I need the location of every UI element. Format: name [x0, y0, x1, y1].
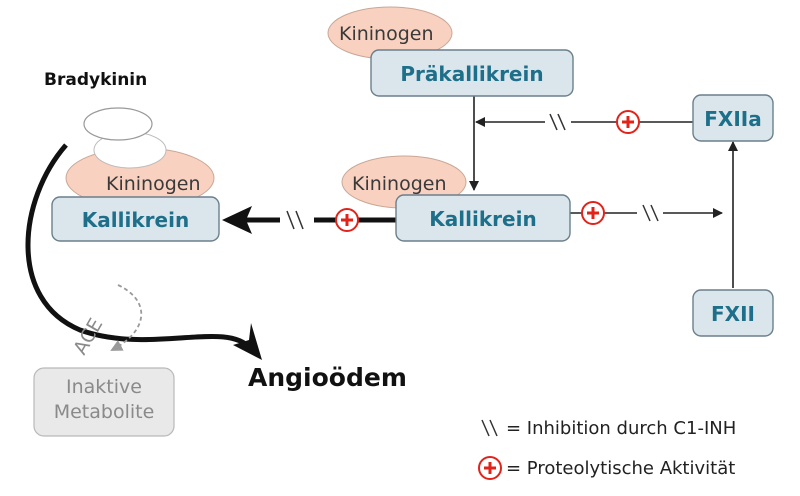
fxiia-box — [692, 94, 774, 142]
legend: = Inhibition durch C1-INH = Proteolytisc… — [478, 418, 736, 480]
prakallikrein-box — [370, 49, 574, 97]
bradykinin-shape — [83, 107, 153, 141]
bold-arrowhead — [222, 206, 252, 234]
kallikrein-mid-box — [395, 194, 571, 242]
fxii-label: FXII — [711, 302, 755, 326]
legend-inhibition-symbol — [481, 419, 498, 437]
activity-symbol-bold — [335, 208, 359, 232]
inaktive-metabolite-box — [33, 367, 175, 437]
kallikrein-left-label: Kallikrein — [82, 208, 189, 232]
activity-symbol-top — [616, 110, 640, 134]
fxiia-label: FXIIa — [704, 107, 761, 131]
legend-inhibition-text: = Inhibition durch C1-INH — [506, 418, 736, 439]
arrow-ace-dashed — [110, 284, 143, 351]
kininogen-left-label: Kininogen — [106, 173, 201, 195]
arrow-bradykinin-to-angiooedem — [25, 143, 252, 350]
legend-activity-text: = Proteolytische Aktivität — [506, 458, 735, 479]
inaktive-label-line2: Metabolite — [54, 401, 155, 423]
inhibition-mark-top — [549, 113, 566, 131]
arrow-angiooedem-head — [233, 323, 262, 360]
bradykinin-label: Bradykinin — [44, 70, 147, 90]
inhibition-mark-bold — [286, 210, 304, 230]
kininogen-top-label: Kininogen — [339, 23, 434, 45]
legend-activity-symbol — [478, 456, 502, 480]
kininogen-mid-label: Kininogen — [352, 173, 447, 195]
kallikrein-mid-label: Kallikrein — [429, 207, 536, 231]
inaktive-label-line1: Inaktive — [66, 376, 142, 398]
activity-symbol-right — [581, 201, 605, 225]
fxii-box — [692, 289, 774, 337]
angiooedem-label: Angioödem — [248, 363, 407, 392]
kallikrein-left-box — [51, 196, 220, 242]
prakallikrein-label: Präkallikrein — [400, 62, 543, 86]
inhibition-mark-right — [642, 204, 659, 222]
